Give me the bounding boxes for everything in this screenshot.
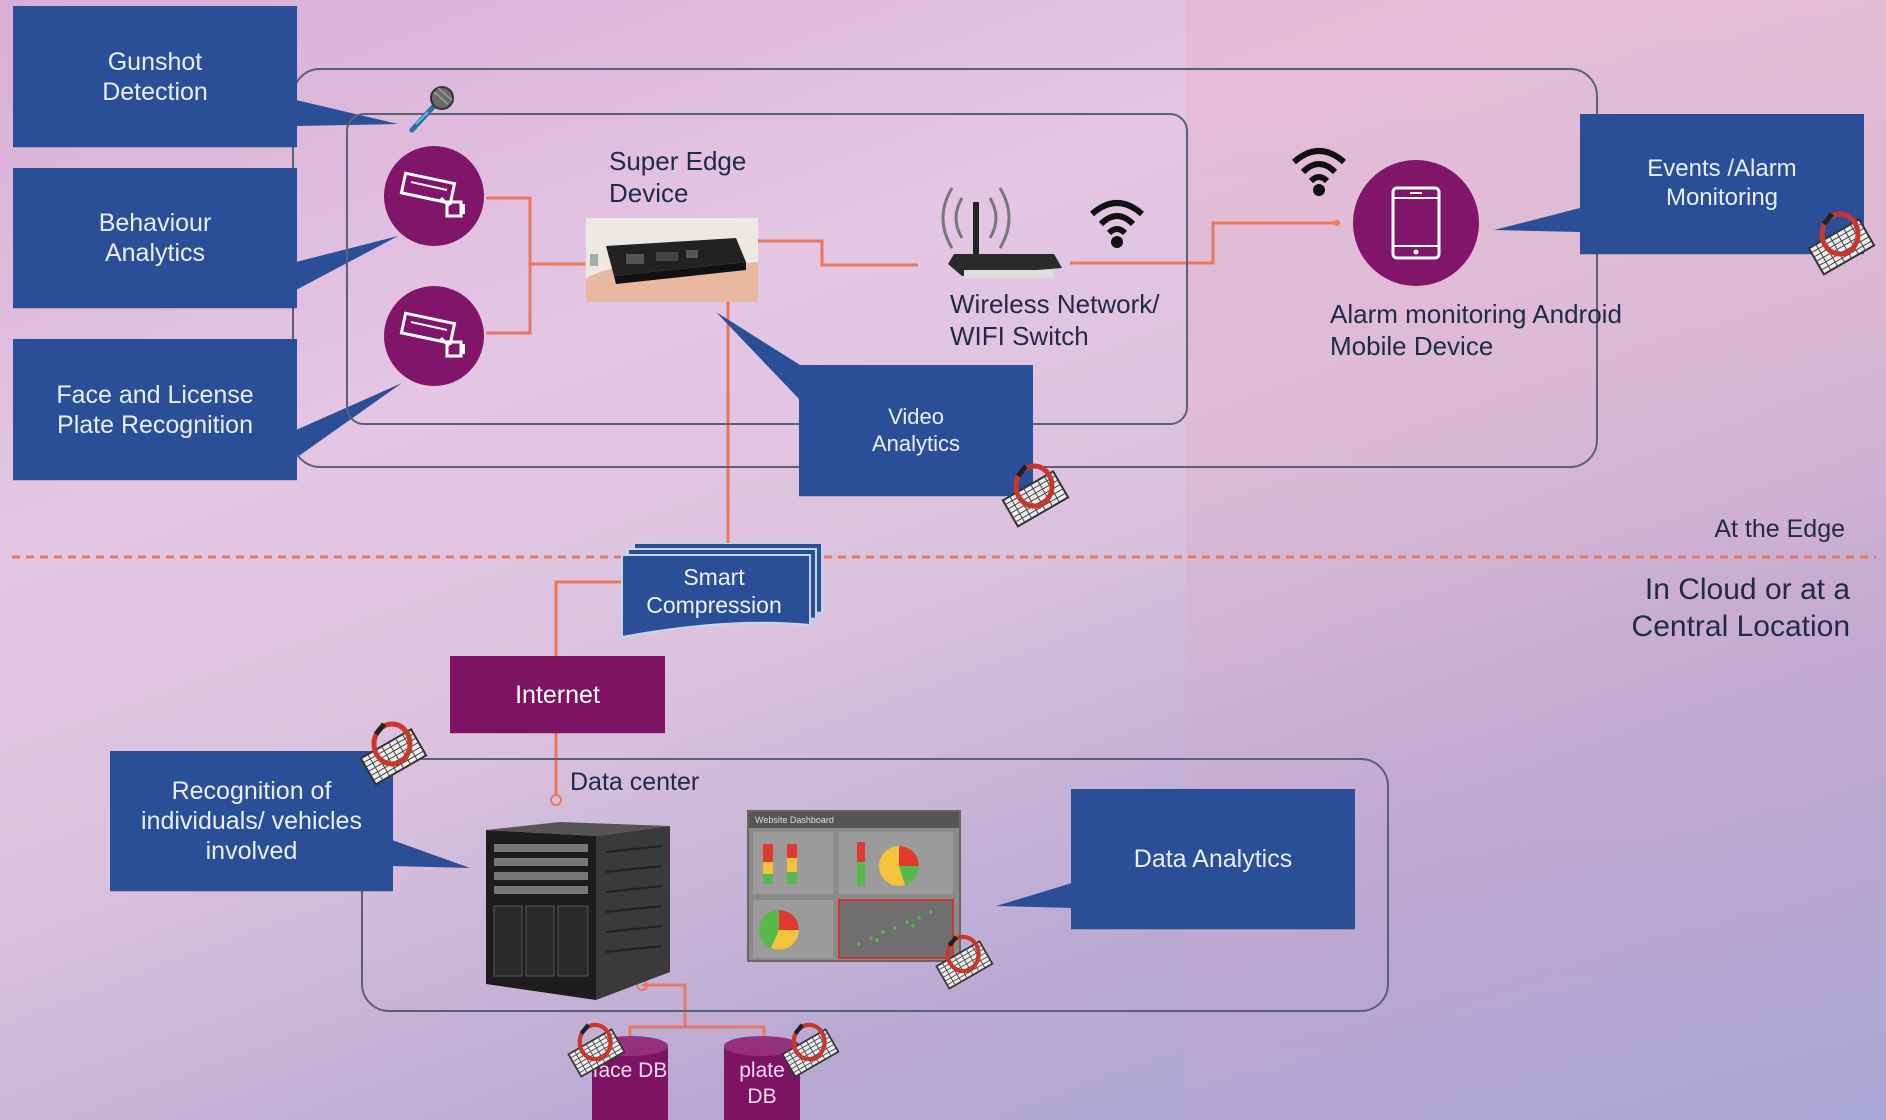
mini-pc-icon	[586, 218, 758, 302]
logo-badge-icon	[935, 934, 994, 990]
gunshot-detection-callout: Gunshot Detection	[13, 6, 297, 147]
logo-badge-icon	[567, 1022, 626, 1078]
alarm-device-label: Alarm monitoring Android Mobile Device	[1330, 299, 1622, 361]
video-analytics-callout: Video Analytics	[799, 365, 1033, 496]
gunshot-detection-label: Gunshot Detection	[102, 47, 208, 106]
microphone-icon	[409, 86, 454, 133]
wireless-network-label: Wireless Network/ WIFI Switch	[950, 289, 1160, 351]
plate-db-cylinder: plate DB	[724, 1036, 800, 1120]
cloud-location-label: In Cloud or at a Central Location	[1631, 573, 1850, 643]
compression-to-internet	[554, 580, 622, 656]
logo-badge-icon	[781, 1022, 840, 1078]
logo-badge-icon	[359, 721, 428, 786]
camera-icon	[399, 171, 465, 218]
dashboard-icon	[753, 832, 954, 959]
logo-badge-icon	[1807, 211, 1876, 276]
camera-circle-2	[384, 286, 484, 386]
gunshot-pointer	[296, 100, 398, 126]
dashboard-title: Website Dashboard	[749, 812, 959, 828]
face-pointer	[296, 383, 402, 458]
logo-badge-icon	[1001, 463, 1070, 528]
edge-inner-region	[346, 113, 1188, 425]
server-to-dbs	[628, 983, 766, 1037]
events-alarm-label: Events /Alarm Monitoring	[1647, 155, 1797, 211]
face-plate-label: Face and License Plate Recognition	[56, 380, 254, 439]
data-analytics-callout: Data Analytics	[1071, 789, 1355, 929]
face-db-label: face DB	[592, 1059, 668, 1082]
recognition-pointer	[392, 840, 470, 868]
device-to-router	[757, 239, 918, 267]
router-to-phone	[1070, 221, 1337, 265]
events-alarm-callout: Events /Alarm Monitoring	[1580, 114, 1864, 254]
data-analytics-label: Data Analytics	[1133, 845, 1293, 873]
face-plate-callout: Face and License Plate Recognition	[13, 339, 297, 480]
camera-icon	[399, 311, 465, 358]
smart-compression-label: Smart Compression	[646, 564, 782, 619]
smart-compression-stack	[621, 543, 823, 639]
mobile-phone-icon	[1391, 186, 1441, 260]
database-icon	[724, 1036, 800, 1120]
behaviour-analytics-callout: Behaviour Analytics	[13, 168, 297, 308]
at-edge-label: At the Edge	[1714, 515, 1845, 543]
events-pointer	[1494, 208, 1580, 232]
router-icon	[941, 187, 1062, 278]
dashboard-screenshot: Website Dashboard	[747, 810, 961, 962]
behaviour-analytics-label: Behaviour Analytics	[98, 209, 212, 267]
recognition-label: Recognition of individuals/ vehicles inv…	[141, 777, 362, 865]
internet-box: Internet	[450, 656, 665, 733]
plate-db-label: plate DB	[739, 1059, 785, 1109]
super-edge-device-label: Super Edge Device	[609, 146, 747, 208]
wifi-icon	[1292, 148, 1346, 196]
recognition-callout: Recognition of individuals/ vehicles inv…	[110, 751, 393, 891]
internet-label: Internet	[515, 680, 600, 709]
analytics-pointer	[996, 883, 1072, 908]
video-analytics-label: Video Analytics	[871, 404, 961, 456]
data-center-label: Data center	[570, 768, 700, 796]
mobile-device-circle	[1353, 160, 1479, 286]
wifi-icon	[1090, 200, 1144, 248]
server-icon	[486, 822, 670, 1000]
video-pointer	[716, 312, 800, 400]
camera-circle-1	[384, 146, 484, 246]
